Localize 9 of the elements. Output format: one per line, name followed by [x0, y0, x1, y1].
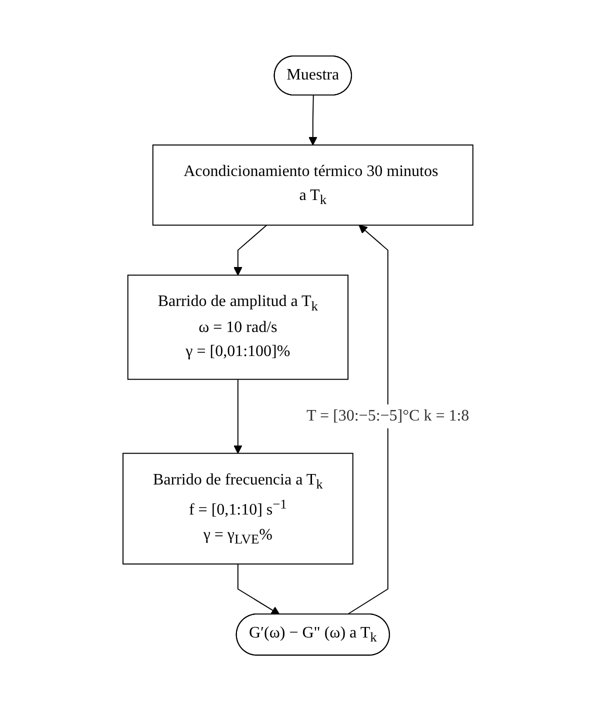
arrow: [308, 95, 317, 146]
arrow: [233, 379, 242, 454]
arrow: [236, 564, 280, 616]
node-box: Barrido de amplitud a T$_{k}$ ω = 10 rad/s γ = [0,01:100]%: [126, 275, 348, 380]
node-box: Acondicionamiento térmico 30 minutos a T$_{k}$: [152, 144, 473, 226]
arrow: [233, 225, 267, 276]
arrow: [346, 225, 388, 616]
node-box: Barrido de frecuencia a T$_{k}$ f = [0,1:10] s$^{−1}$ γ = γ$_{LVE}$%: [122, 453, 353, 565]
edge-label: T = [30:−5:−5]°C k = 1:8: [306, 408, 469, 425]
